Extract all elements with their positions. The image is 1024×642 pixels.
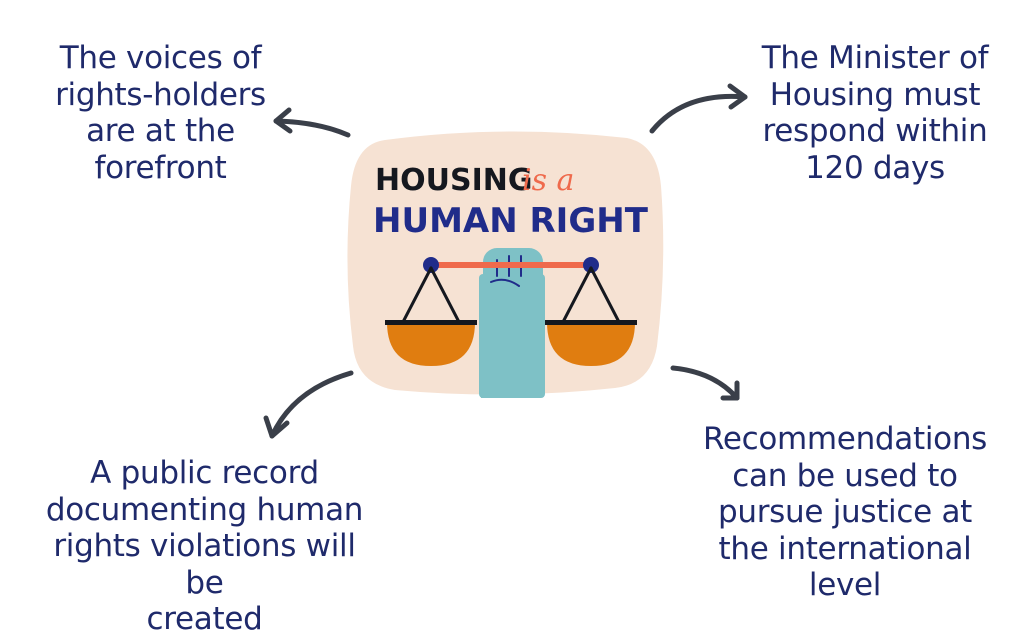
note-recommendations: Recommendations can be used to pursue ju… [702,421,988,604]
housing-human-right-illustration: HOUSING is a HUMAN RIGHT [347,131,664,398]
scale-pan-right-icon [547,322,635,366]
title-housing: HOUSING [375,163,532,198]
scale-beam-icon [431,262,591,268]
title-human-right: HUMAN RIGHT [373,201,649,241]
arrow-to-bottom-left-icon [269,370,354,439]
arrowhead-bottom-right-icon [720,380,740,401]
fist-icon [483,248,543,294]
scale-pivot-right-icon [583,257,599,273]
note-minister-response: The Minister of Housing must respond wit… [761,40,989,186]
scale-pan-left-icon [387,322,475,366]
title-is-a: is a [522,163,574,198]
note-public-record: A public record documenting human rights… [45,455,364,638]
arrow-to-top-right-icon [649,93,748,134]
arrowhead-bottom-left-icon [263,415,290,439]
forearm-icon [479,274,545,398]
arrow-to-bottom-right-icon [670,365,740,401]
scale-pivot-left-icon [423,257,439,273]
note-voices-rights-holders: The voices of rights-holders are at the … [55,40,266,186]
